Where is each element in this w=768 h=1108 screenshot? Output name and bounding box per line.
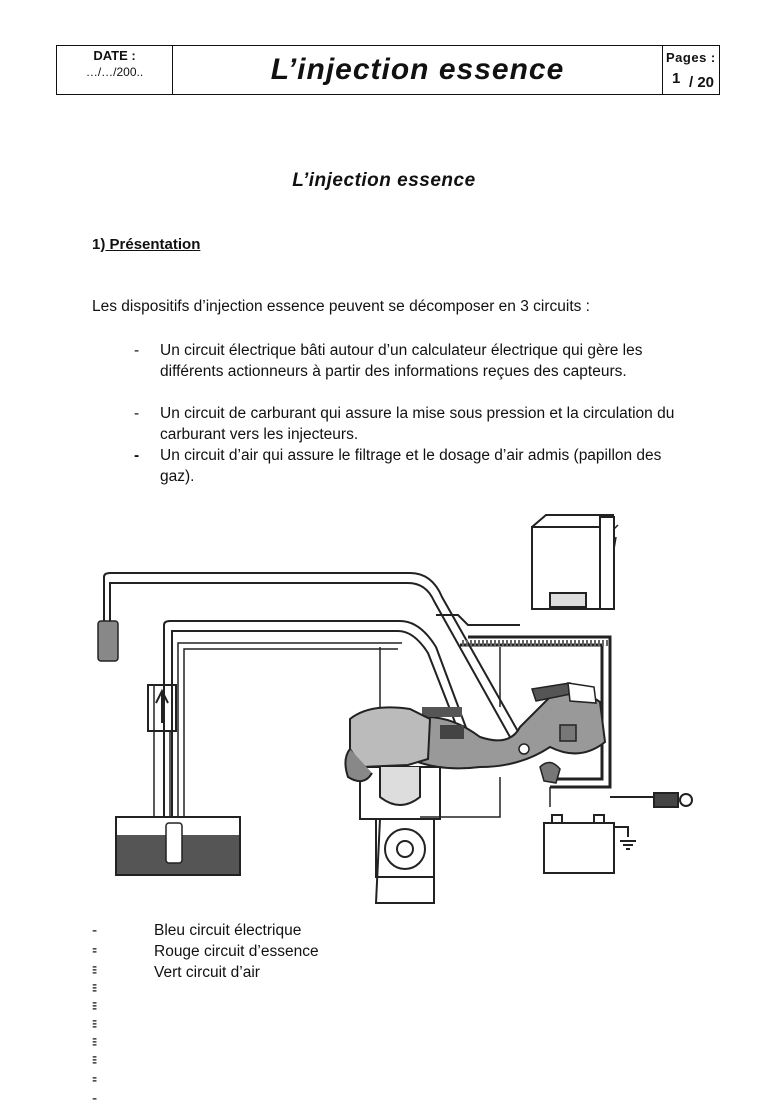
date-label: DATE : (93, 48, 136, 63)
bullet-dash: - (134, 405, 140, 422)
header-table: DATE : …/…/200.. L’injection essence Pag… (56, 45, 720, 95)
page-current: 1 (672, 70, 681, 87)
legend-text: Bleu circuit électrique (154, 922, 302, 939)
bullet-text: Un circuit électrique bâti autour d’un c… (160, 342, 643, 380)
intro-paragraph: Les dispositifs d’injection essence peuv… (92, 298, 590, 315)
bullet-dash: - (134, 342, 140, 359)
bullet-text: Un circuit de carburant qui assure la mi… (160, 405, 675, 443)
pages-cell: Pages : 1 / 20 (663, 46, 719, 94)
header-title-cell: L’injection essence (173, 46, 663, 94)
legend-dash: -------- (92, 964, 98, 1107)
legend-text: Vert circuit d’air (154, 964, 260, 981)
page-total: / 20 (689, 74, 715, 91)
pages-label: Pages : (666, 50, 716, 65)
header-title: L’injection essence (270, 53, 565, 86)
section-heading: 1) Présentation (92, 236, 200, 253)
legend-text: Rouge circuit d’essence (154, 943, 319, 960)
section-title: Présentation (105, 236, 201, 253)
section-number: 1) (92, 236, 106, 253)
injection-system-diagram (97, 514, 693, 904)
date-value: …/…/200.. (85, 65, 144, 79)
document-title: L’injection essence (292, 170, 476, 191)
date-cell: DATE : …/…/200.. (57, 46, 173, 94)
bullet-dash: - (134, 447, 140, 464)
bullet-text: Un circuit d’air qui assure le filtrage … (160, 447, 662, 485)
